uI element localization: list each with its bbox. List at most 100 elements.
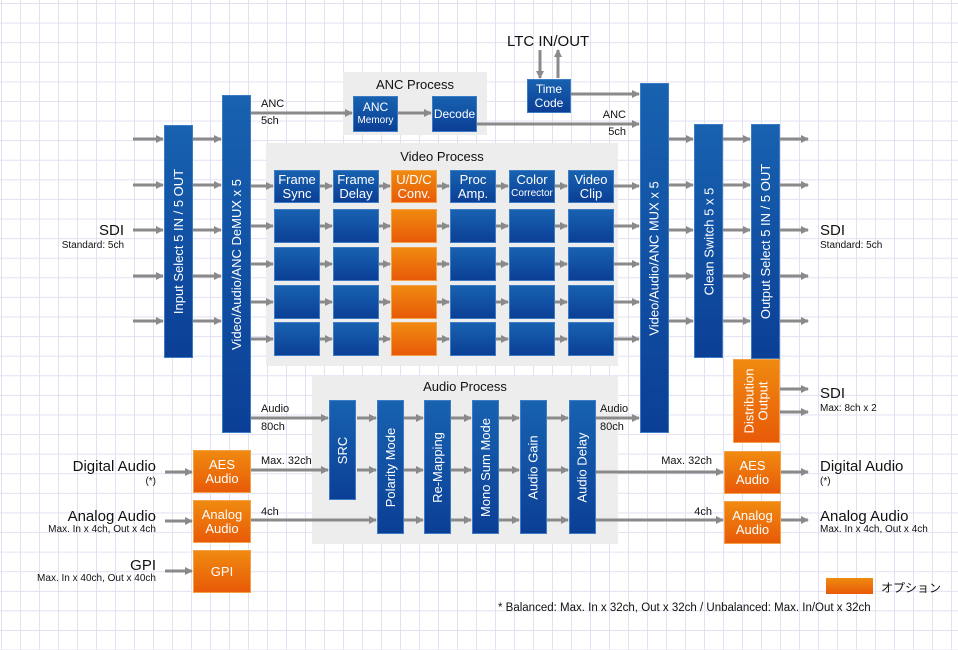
video-block-3-row-3: [450, 285, 496, 319]
output-select-block: Output Select 5 IN / 5 OUT: [751, 124, 780, 359]
audio-block-mono-sum-mode: Mono Sum Mode: [472, 400, 499, 534]
decode-block: Decode: [432, 96, 477, 132]
video-block-0-row-3: [274, 285, 320, 319]
video-block-3-row-2: [450, 247, 496, 281]
video-block-4-row-3: [509, 285, 555, 319]
anc-memory-line1: ANC: [362, 100, 389, 114]
video-block-3-row-4: [450, 322, 496, 356]
video-block-0-row-2: [274, 247, 320, 281]
video-block-line2: Conv.: [397, 185, 431, 201]
clean-switch-block: Clean Switch 5 x 5: [694, 124, 723, 358]
analog-in-line1: Analog: [201, 506, 243, 522]
footnote: * Balanced: Max. In x 32ch, Out x 32ch /…: [498, 602, 871, 614]
sdi-out-label: SDI: [820, 222, 846, 239]
audio-block-audio-gain: Audio Gain: [520, 400, 547, 534]
video-block-1-row-2: [333, 247, 379, 281]
video-block-5-row-3: [568, 285, 614, 319]
aes-out-line1: AES: [739, 457, 766, 473]
audio-block-audio-delay: Audio Delay: [569, 400, 596, 534]
analog-audio-in-label: Analog Audio: [67, 508, 156, 525]
video-block-line1: Video: [574, 171, 608, 187]
sdi-in-sub: Standard: 5ch: [61, 240, 124, 251]
time-code-block: Time Code: [527, 79, 571, 113]
audio-block-src: SRC: [329, 400, 356, 500]
video-block-line2: Sync: [282, 185, 312, 201]
gpi-block-text: GPI: [210, 563, 234, 579]
sdi-in-label: SDI: [98, 222, 124, 239]
video-block-2-row-2: [391, 247, 437, 281]
gpi-block: GPI: [193, 550, 251, 593]
analog-out-line2: Audio: [735, 521, 770, 537]
output-select-text: Output Select 5 IN / 5 OUT: [758, 163, 773, 320]
distribution-line2: Output: [755, 381, 771, 421]
video-block-5-row-4: [568, 322, 614, 356]
audio-block-text: SRC: [335, 436, 351, 464]
audio-block-text: Polarity Mode: [383, 427, 399, 507]
dist-sdi-sub: Max: 8ch x 2: [820, 403, 877, 414]
mux-text: Video/Audio/ANC MUX x 5: [647, 180, 663, 336]
demux-text: Video/Audio/ANC DeMUX x 5: [229, 178, 245, 350]
ltc-label: LTC IN/OUT: [507, 33, 590, 50]
audio-in-sub: 80ch: [261, 421, 285, 433]
video-block-0-row-1: [274, 209, 320, 243]
audio-in-label: Audio: [261, 403, 290, 415]
anc-memory-block: ANC Memory: [353, 96, 398, 132]
analog-audio-out-label: Analog Audio: [820, 508, 909, 525]
video-block-5-row-2: [568, 247, 614, 281]
analog-in-ch: 4ch: [261, 506, 279, 518]
audio-block-text: Audio Gain: [526, 434, 542, 500]
video-block-line1: U/D/C: [396, 171, 432, 187]
audio-block-text: Re-Mapping: [430, 431, 446, 503]
video-process-title: Video Process: [400, 149, 484, 164]
legend-option-label: オプション: [881, 581, 942, 595]
anc-process-title: ANC Process: [375, 77, 455, 92]
gpi-label: GPI: [130, 557, 156, 574]
anc-memory-line2: Memory: [357, 115, 394, 126]
digital-audio-out-sub: (*): [820, 476, 831, 487]
mux-block: Video/Audio/ANC MUX x 5: [640, 83, 669, 433]
audio-out-sub: 80ch: [600, 421, 624, 433]
aes-in-ch: Max. 32ch: [261, 455, 312, 467]
video-block-5-row-1: [568, 209, 614, 243]
anc-out-sub: 5ch: [608, 126, 626, 138]
distribution-line1: Distribution: [741, 368, 757, 434]
sdi-out-sub: Standard: 5ch: [820, 240, 883, 251]
digital-audio-in-label: Digital Audio: [72, 458, 156, 475]
audio-process-title: Audio Process: [423, 379, 507, 394]
video-block-0-row-4: [274, 322, 320, 356]
video-block-2-row-3: [391, 285, 437, 319]
video-block-1-row-3: [333, 285, 379, 319]
anc-out-label: ANC: [602, 109, 626, 121]
analog-out-line1: Analog: [732, 507, 773, 523]
video-block-2-row-1: [391, 209, 437, 243]
anc-in-label: ANC: [261, 98, 285, 110]
video-block-2-row-4: [391, 322, 437, 356]
dist-sdi-label: SDI: [820, 385, 846, 402]
audio-block-text: Audio Delay: [575, 431, 591, 503]
decode-text: Decode: [433, 107, 476, 121]
video-block-line1: Color: [516, 171, 548, 187]
clean-switch-text: Clean Switch 5 x 5: [701, 187, 717, 295]
anc-in-sub: 5ch: [261, 115, 279, 127]
digital-audio-out-label: Digital Audio: [820, 458, 904, 475]
video-block-4-row-1: [509, 209, 555, 243]
analog-audio-in-sub: Max. In x 4ch, Out x 4ch: [48, 524, 156, 535]
gpi-sub: Max. In x 40ch, Out x 40ch: [37, 573, 156, 584]
digital-audio-in-sub: (*): [145, 476, 156, 487]
audio-block-polarity-mode: Polarity Mode: [377, 400, 404, 534]
video-block-line2: Amp.: [457, 185, 489, 201]
audio-out-label: Audio: [600, 403, 629, 415]
video-block-line1: Frame: [278, 171, 316, 187]
aes-out-ch: Max. 32ch: [661, 455, 712, 467]
aes-out-line2: Audio: [735, 471, 770, 487]
analog-out-ch: 4ch: [694, 506, 712, 518]
video-block-4-row-2: [509, 247, 555, 281]
